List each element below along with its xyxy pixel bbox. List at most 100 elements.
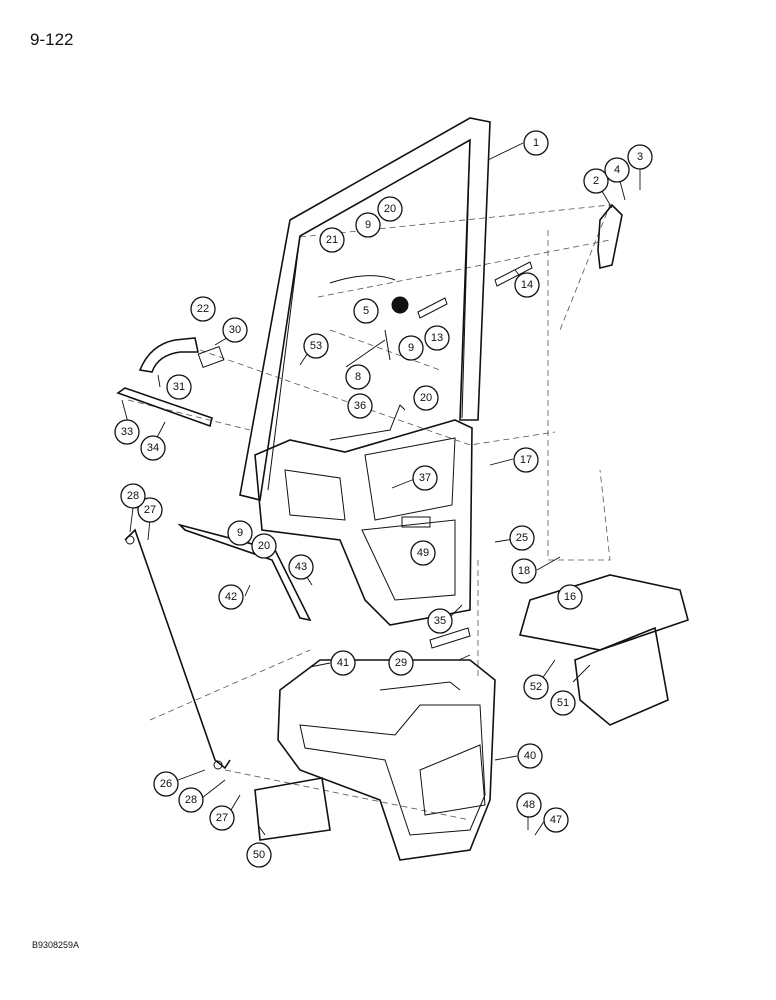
svg-text:5: 5 [363,305,369,317]
svg-text:36: 36 [354,400,366,412]
svg-text:40: 40 [524,750,536,762]
callout-50: 50 [246,842,272,868]
svg-text:51: 51 [557,697,569,709]
svg-text:42: 42 [225,591,237,603]
latch-parts [329,203,623,649]
svg-text:13: 13 [431,332,443,344]
svg-text:28: 28 [185,794,197,806]
callout-33: 33 [114,419,140,445]
callout-40: 40 [517,743,543,769]
callout-26: 26 [153,771,179,797]
callout-3: 3 [627,144,653,170]
callout-20-mid: 20 [413,385,439,411]
callout-4: 4 [604,157,630,183]
callout-13: 13 [424,325,450,351]
callout-31: 31 [166,374,192,400]
callout-48: 48 [516,792,542,818]
callout-9-top: 9 [355,212,381,238]
door-rod [124,528,231,770]
svg-text:3: 3 [637,151,643,163]
svg-text:1: 1 [533,137,539,149]
page-number: 9-122 [30,30,74,49]
callout-53: 53 [303,333,329,359]
svg-text:14: 14 [521,279,533,291]
svg-text:17: 17 [520,454,532,466]
callout-16: 16 [557,584,583,610]
callout-14: 14 [514,272,540,298]
svg-text:9: 9 [408,342,414,354]
svg-text:50: 50 [253,849,265,861]
callout-17: 17 [513,447,539,473]
callout-27-low: 27 [209,805,235,831]
side-panels [254,574,689,841]
callout-51: 51 [550,690,576,716]
callout-21: 21 [319,227,345,253]
callout-52: 52 [523,674,549,700]
svg-text:9: 9 [237,527,243,539]
callout-18: 18 [511,558,537,584]
svg-text:28: 28 [127,490,139,502]
callout-29: 29 [388,650,414,676]
svg-text:16: 16 [564,591,576,603]
callout-49: 49 [410,540,436,566]
svg-text:27: 27 [216,812,228,824]
callout-30: 30 [222,317,248,343]
callout-37: 37 [412,465,438,491]
svg-text:26: 26 [160,778,172,790]
svg-text:43: 43 [295,561,307,573]
callout-2: 2 [583,168,609,194]
svg-text:30: 30 [229,324,241,336]
callout-20-low: 20 [251,533,277,559]
callout-34: 34 [140,435,166,461]
svg-text:52: 52 [530,681,542,693]
callout-20-top: 20 [377,196,403,222]
callout-43: 43 [288,554,314,580]
svg-text:41: 41 [337,657,349,669]
callout-28-low: 28 [178,787,204,813]
svg-text:31: 31 [173,381,185,393]
svg-text:53: 53 [310,340,322,352]
svg-text:18: 18 [518,565,530,577]
svg-text:37: 37 [419,472,431,484]
callout-28-top: 28 [120,483,146,509]
svg-text:25: 25 [516,532,528,544]
svg-text:20: 20 [420,392,432,404]
svg-text:8: 8 [355,371,361,383]
svg-text:33: 33 [121,426,133,438]
lower-cover [277,659,496,861]
svg-text:4: 4 [614,164,620,176]
svg-text:35: 35 [434,615,446,627]
callout-25: 25 [509,525,535,551]
svg-text:29: 29 [395,657,407,669]
svg-text:47: 47 [550,814,562,826]
svg-text:49: 49 [417,547,429,559]
figure-code: B9308259A [32,940,80,950]
svg-text:22: 22 [197,303,209,315]
callout-35: 35 [427,608,453,634]
panel-52 [518,574,689,651]
svg-text:20: 20 [258,540,270,552]
callout-41: 41 [330,650,356,676]
panel-51 [574,626,669,726]
handle-parts [116,337,225,428]
callout-36: 36 [347,393,373,419]
svg-text:27: 27 [144,504,156,516]
callout-27-top: 27 [137,497,163,523]
callout-47: 47 [543,807,569,833]
callout-5: 5 [353,298,379,324]
callout-9-low: 9 [227,520,253,546]
svg-text:9: 9 [365,219,371,231]
svg-text:48: 48 [523,799,535,811]
svg-text:34: 34 [147,442,159,454]
leader-lines [121,142,641,836]
callout-22: 22 [190,296,216,322]
callout-42: 42 [218,584,244,610]
svg-text:2: 2 [593,175,599,187]
lower-door-panel [254,419,473,626]
panel-50 [254,777,331,841]
callout-1: 1 [523,130,549,156]
svg-text:20: 20 [384,203,396,215]
svg-text:21: 21 [326,234,338,246]
callout-9-mid: 9 [398,335,424,361]
